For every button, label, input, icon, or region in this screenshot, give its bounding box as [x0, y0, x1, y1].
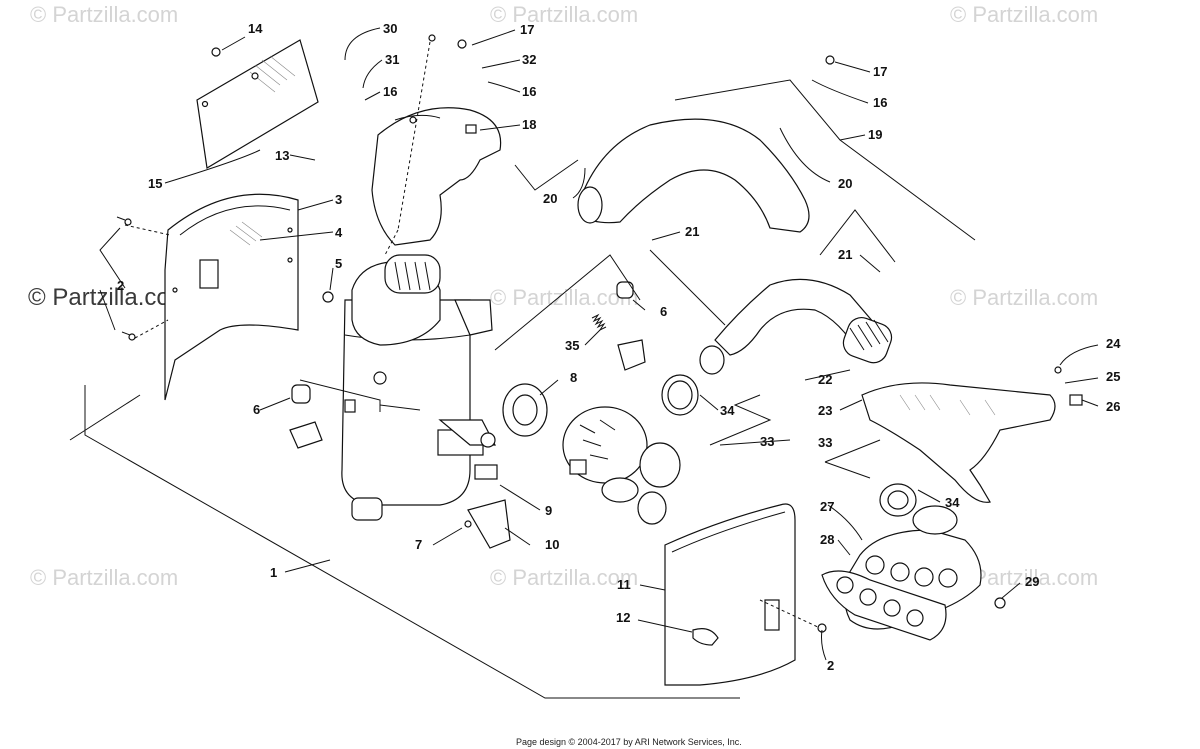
- callout-33[interactable]: 33: [760, 434, 774, 449]
- assembly-lines: [124, 41, 821, 629]
- callout-26[interactable]: 26: [1106, 399, 1120, 414]
- callout-20[interactable]: 20: [543, 191, 557, 206]
- callout-12[interactable]: 12: [616, 610, 630, 625]
- callout-27[interactable]: 27: [820, 499, 834, 514]
- callout-28[interactable]: 28: [820, 532, 834, 547]
- callout-31[interactable]: 31: [385, 52, 399, 67]
- callout-23[interactable]: 23: [818, 403, 832, 418]
- callout-34[interactable]: 34: [720, 403, 735, 418]
- callout-17[interactable]: 17: [873, 64, 887, 79]
- spring: [591, 313, 607, 332]
- callout-33[interactable]: 33: [818, 435, 832, 450]
- callout-19[interactable]: 19: [868, 127, 882, 142]
- left-heat-shield: [164, 193, 299, 401]
- callout-22[interactable]: 22: [818, 372, 832, 387]
- callout-24[interactable]: 24: [1106, 336, 1121, 351]
- turbocharger: [562, 406, 681, 525]
- callout-32[interactable]: 32: [522, 52, 536, 67]
- watermark-dark: © Partzilla.com: [28, 284, 190, 311]
- copyright-footer: Page design © 2004-2017 by ARI Network S…: [516, 737, 742, 747]
- bracket: [467, 464, 511, 549]
- lower-exhaust-pipe: [699, 278, 893, 375]
- muffler: [341, 254, 496, 521]
- upper-exhaust-pipe: [577, 118, 810, 233]
- callout-numbers: 14 30 17 31 32 16 16 18 13 15 3 4 5 2 17…: [117, 21, 1121, 673]
- lower-heat-shield: [664, 503, 796, 686]
- callout-21[interactable]: 21: [685, 224, 699, 239]
- callout-30[interactable]: 30: [383, 21, 397, 36]
- watermark: © Partzilla.com: [30, 2, 178, 27]
- callout-13[interactable]: 13: [275, 148, 289, 163]
- watermark: © Partzilla.com: [950, 285, 1098, 310]
- clamp: [661, 374, 917, 517]
- callout-16[interactable]: 16: [522, 84, 536, 99]
- turbo-gasket: [502, 383, 548, 437]
- callout-6[interactable]: 6: [660, 304, 667, 319]
- callout-1[interactable]: 1: [270, 565, 277, 580]
- callout-6[interactable]: 6: [253, 402, 260, 417]
- callout-7[interactable]: 7: [415, 537, 422, 552]
- callout-9[interactable]: 9: [545, 503, 552, 518]
- callout-20[interactable]: 20: [838, 176, 852, 191]
- callout-34[interactable]: 34: [945, 495, 960, 510]
- callout-2[interactable]: 2: [117, 278, 124, 293]
- callout-5[interactable]: 5: [335, 256, 342, 271]
- callout-2[interactable]: 2: [827, 658, 834, 673]
- callout-17[interactable]: 17: [520, 22, 534, 37]
- watermark: © Partzilla.com: [30, 565, 178, 590]
- callout-3[interactable]: 3: [335, 192, 342, 207]
- watermark: © Partzilla.com: [490, 565, 638, 590]
- fasteners: [116, 34, 1062, 633]
- watermark: © Partzilla.com: [950, 2, 1098, 27]
- callout-11[interactable]: 11: [617, 577, 631, 592]
- callout-8[interactable]: 8: [570, 370, 577, 385]
- callout-4[interactable]: 4: [335, 225, 343, 240]
- callout-18[interactable]: 18: [522, 117, 536, 132]
- callout-10[interactable]: 10: [545, 537, 559, 552]
- callout-25[interactable]: 25: [1106, 369, 1120, 384]
- callout-14[interactable]: 14: [248, 21, 263, 36]
- watermark: © Partzilla.com: [490, 285, 638, 310]
- top-heat-shield: [371, 107, 502, 246]
- callout-35[interactable]: 35: [565, 338, 579, 353]
- callout-21[interactable]: 21: [838, 247, 852, 262]
- callout-16[interactable]: 16: [873, 95, 887, 110]
- rubber-mount: [289, 281, 646, 449]
- callout-15[interactable]: 15: [148, 176, 162, 191]
- exhaust-manifold: [821, 505, 982, 641]
- watermark: © Partzilla.com: [490, 2, 638, 27]
- leader-lines: [99, 27, 1099, 661]
- callout-29[interactable]: 29: [1025, 574, 1039, 589]
- callout-16[interactable]: 16: [383, 84, 397, 99]
- assembly-frame: [69, 385, 740, 699]
- heat-shield-plate: [196, 39, 319, 169]
